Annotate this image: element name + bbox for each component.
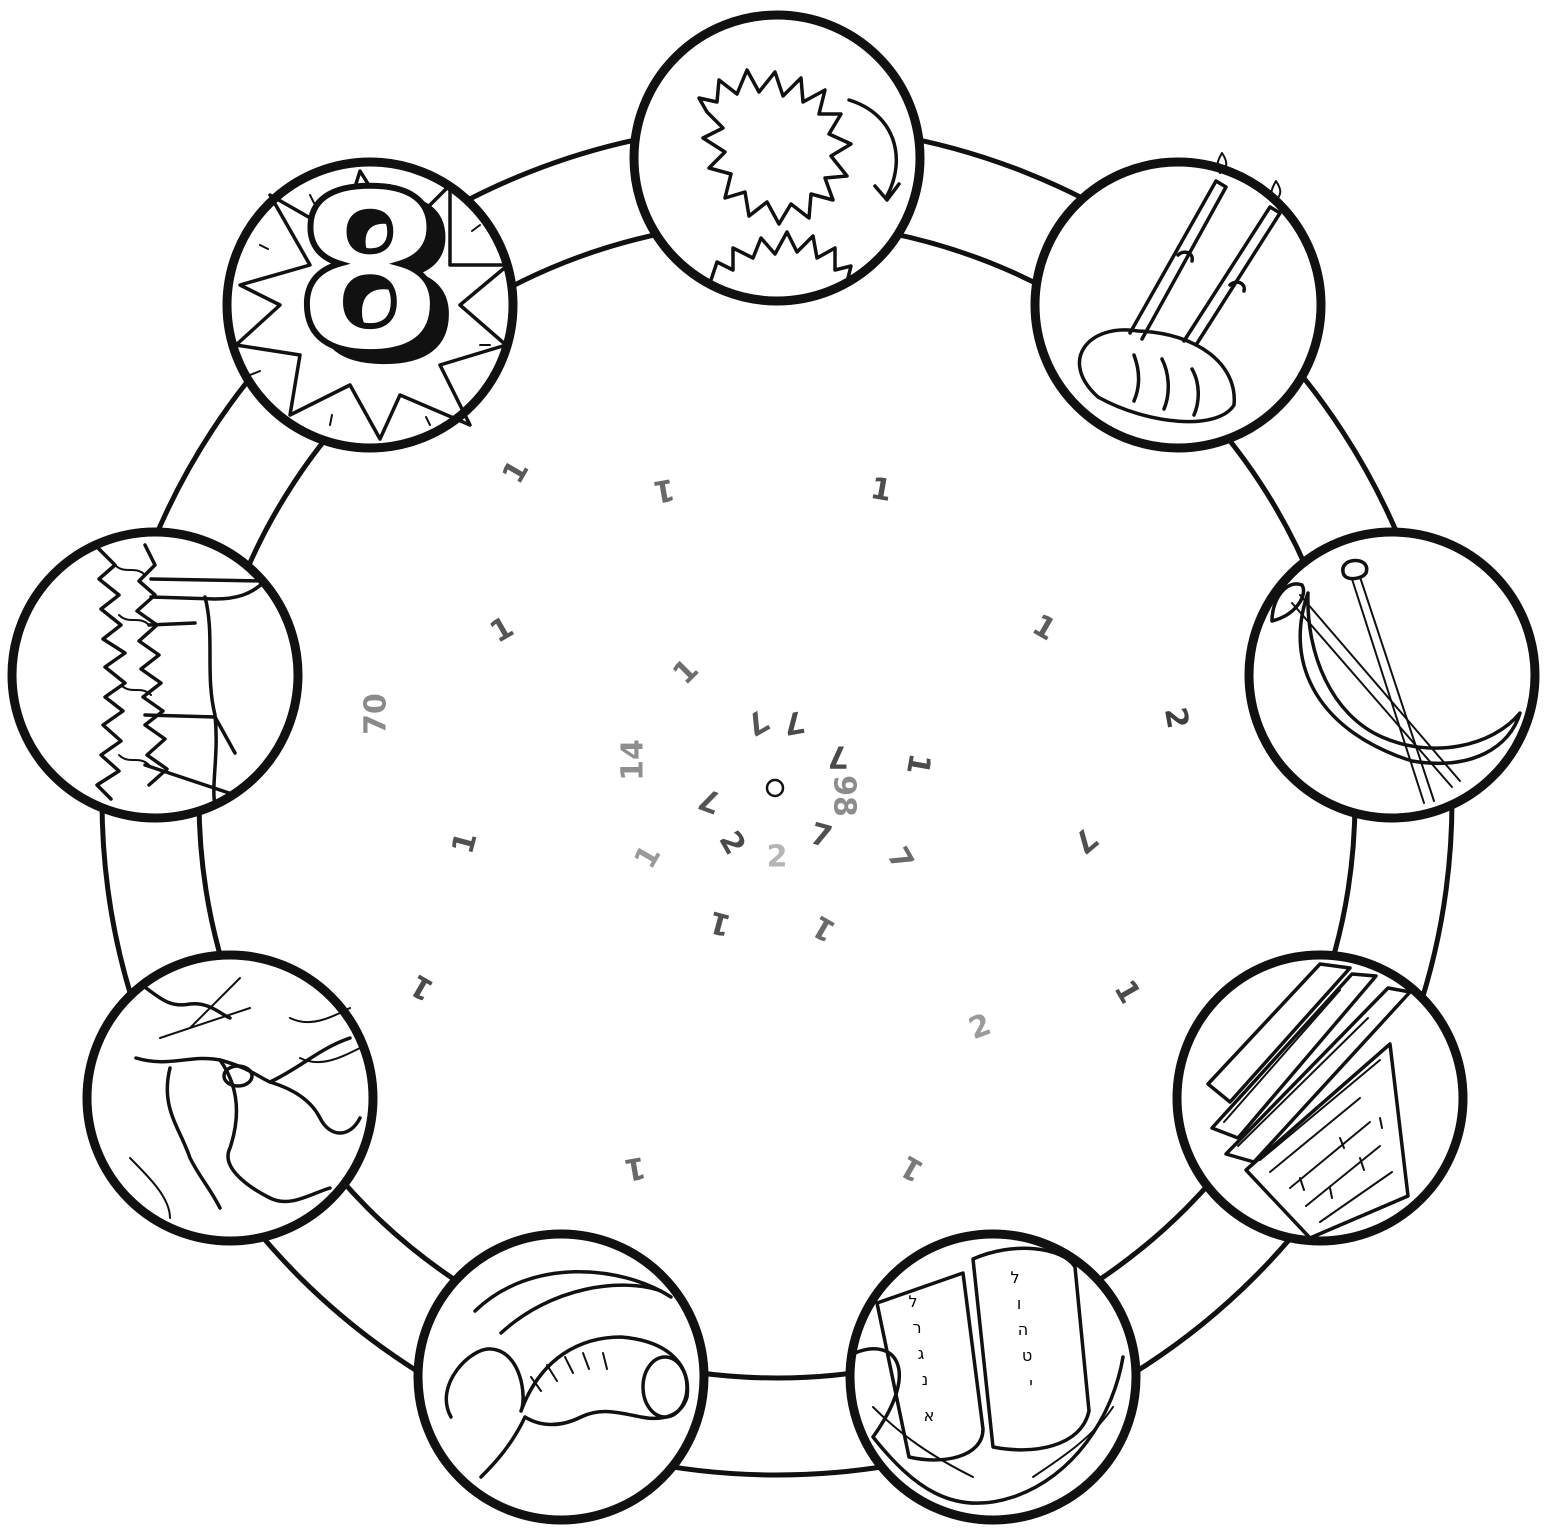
number-label: 2 bbox=[1157, 705, 1195, 732]
tablet-left-letter-3: נ bbox=[922, 1370, 928, 1389]
tablet-left-letter-2: ג bbox=[918, 1344, 925, 1363]
number-label: 7 bbox=[828, 739, 849, 774]
tablet-left-letter-0: ל bbox=[908, 1292, 917, 1311]
number-label: 14 bbox=[616, 739, 651, 781]
number-label: 1 bbox=[622, 1149, 649, 1187]
medallion-tablets[interactable]: ל ר ג נ א ל ו ה ט י bbox=[850, 1234, 1136, 1520]
number-label: 1 bbox=[628, 839, 669, 875]
tablet-right-letter-4: י bbox=[1029, 1374, 1033, 1393]
center-dot bbox=[767, 780, 783, 796]
medallion-bread-candles[interactable] bbox=[1035, 153, 1321, 448]
medallion-trumpets[interactable] bbox=[1249, 532, 1535, 818]
number-label: 1 bbox=[868, 471, 895, 509]
medallion-goat[interactable] bbox=[87, 955, 373, 1241]
number-label: 7 bbox=[739, 702, 775, 743]
number-label: 2 bbox=[767, 840, 788, 875]
number-label: 1 bbox=[484, 610, 520, 651]
number-label: 7 bbox=[694, 780, 726, 820]
number-label: 1 bbox=[705, 903, 734, 942]
tablet-right-letter-2: ה bbox=[1018, 1320, 1028, 1339]
tablet-left-letter-4: א bbox=[924, 1406, 935, 1425]
number-label: 1 bbox=[404, 967, 440, 1008]
tablet-left-letter-1: ר bbox=[912, 1318, 921, 1337]
number-label: 1 bbox=[899, 751, 937, 778]
number-label: 1 bbox=[496, 454, 537, 490]
medallion-shofar[interactable] bbox=[418, 1234, 704, 1520]
number-label: 1 bbox=[1107, 974, 1148, 1010]
number-label: 1 bbox=[806, 908, 842, 949]
tablet-right-letter-0: ל bbox=[1010, 1268, 1019, 1287]
number-label: 7 bbox=[1066, 820, 1104, 860]
medallion-sukkah[interactable] bbox=[12, 532, 298, 818]
number-label: 1 bbox=[445, 828, 484, 857]
medallion-eight[interactable]: 8 8 bbox=[227, 145, 513, 448]
medallion-sun[interactable] bbox=[634, 15, 920, 301]
tablet-right-letter-1: ו bbox=[1017, 1294, 1021, 1313]
number-label: 2 bbox=[964, 1007, 996, 1047]
tablet-right-letter-3: ט bbox=[1022, 1346, 1032, 1365]
number-label: 1 bbox=[1026, 608, 1062, 649]
eight-glyph: 8 bbox=[293, 145, 446, 401]
number-label: 7 bbox=[880, 841, 921, 877]
number-label: 1 bbox=[666, 652, 706, 692]
number-label: 7 bbox=[806, 816, 835, 855]
number-label: 1 bbox=[651, 471, 678, 509]
number-label: 1 bbox=[894, 1148, 930, 1189]
number-label: 7 bbox=[781, 703, 808, 741]
number-label: 98 bbox=[827, 775, 862, 817]
number-label: 2 bbox=[712, 825, 753, 861]
medallion-matzah[interactable] bbox=[1177, 955, 1463, 1241]
number-label: 70 bbox=[359, 693, 394, 735]
